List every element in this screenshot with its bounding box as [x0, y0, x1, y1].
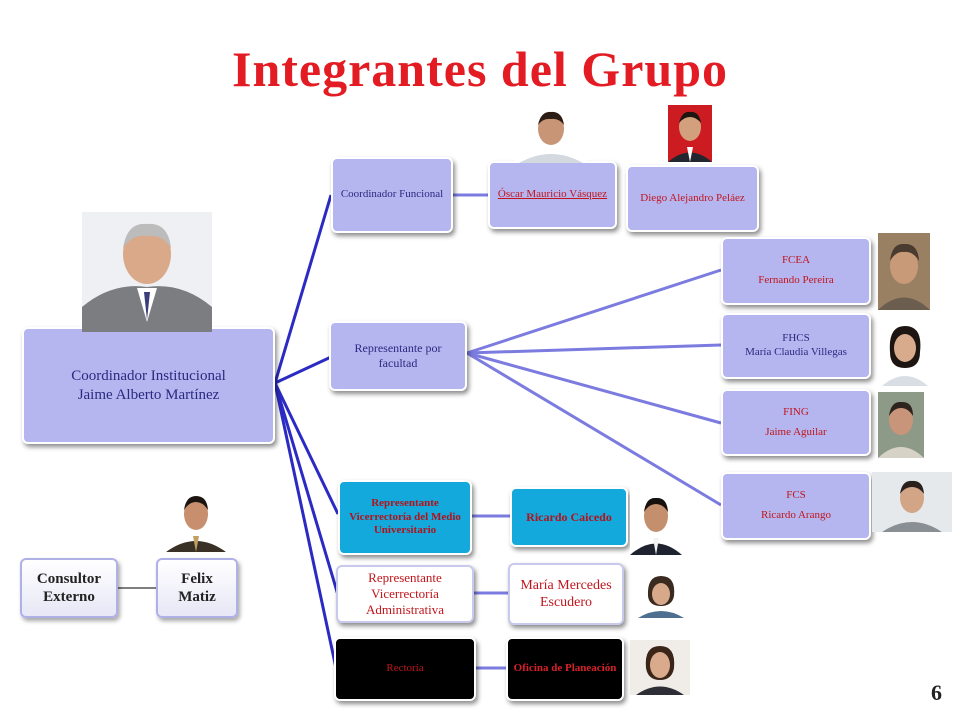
- vice-admin-label: Representante Vicerrectoría Administrati…: [366, 569, 444, 618]
- external-role: Consultor Externo: [36, 571, 102, 605]
- functional-coordinator-label: Coordinador Funcional: [340, 188, 444, 201]
- faculty-name-fhcs: María Claudia Villegas: [745, 346, 847, 358]
- ricardo-arango-photo: [872, 472, 952, 532]
- faculty-name-fing: Jaime Aguilar: [765, 425, 827, 438]
- coordinator-role: Coordinador Institucional: [71, 367, 226, 384]
- faculty-box-fing[interactable]: FING Jaime Aguilar: [721, 389, 871, 456]
- external-name-box[interactable]: Felix Matiz: [156, 558, 238, 618]
- faculty-code-fcea: FCEA: [781, 254, 811, 267]
- functional-member-link-1[interactable]: Óscar Mauricio Vásquez: [497, 188, 608, 201]
- functional-member-box-2[interactable]: Diego Alejandro Peláez: [626, 165, 759, 232]
- diego-photo: [668, 105, 712, 162]
- faculty-box-fcea[interactable]: FCEA Fernando Pereira: [721, 237, 871, 305]
- functional-member-box-1[interactable]: Óscar Mauricio Vásquez: [488, 161, 617, 229]
- jaime-aguilar-photo: [878, 392, 924, 458]
- external-role-box[interactable]: Consultor Externo: [20, 558, 118, 618]
- vice-medio-label: Representante Vicerrectoría del Medio Un…: [349, 496, 461, 537]
- rectoria-label: Rectoría: [386, 662, 424, 675]
- rectoria-member: Oficina de Planeación: [513, 662, 617, 675]
- rectoria-box[interactable]: Rectoría: [334, 637, 476, 701]
- faculty-name-fcs: Ricardo Arango: [761, 509, 831, 521]
- faculty-rep-box[interactable]: Representante por facultad: [329, 321, 467, 391]
- faculty-code-fcs: FCS: [786, 489, 806, 502]
- vice-medio-member-box[interactable]: Ricardo Caicedo: [510, 487, 628, 547]
- maria-mercedes-photo: [632, 572, 690, 618]
- oscar-photo: [515, 105, 587, 163]
- maria-claudia-photo: [878, 318, 932, 386]
- ricardo-caicedo-photo: [630, 488, 682, 555]
- vice-admin-member: María Mercedes Escudero: [520, 577, 612, 611]
- functional-member-name-2: Diego Alejandro Peláez: [640, 191, 745, 204]
- rectoria-member-box[interactable]: Oficina de Planeación: [506, 637, 624, 701]
- page-number: 6: [931, 680, 942, 705]
- vice-medio-box[interactable]: Representante Vicerrectoría del Medio Un…: [338, 480, 472, 555]
- vice-admin-box[interactable]: Representante Vicerrectoría Administrati…: [336, 565, 474, 623]
- faculty-code-fhcs: FHCS: [782, 332, 810, 345]
- faculty-box-fhcs[interactable]: FHCS María Claudia Villegas: [721, 313, 871, 379]
- coordinator-photo: [82, 212, 212, 332]
- vice-medio-member: Ricardo Caicedo: [526, 509, 612, 524]
- faculty-rep-label: Representante por facultad: [354, 341, 442, 370]
- faculty-box-fcs[interactable]: FCS Ricardo Arango: [721, 472, 871, 540]
- fernando-photo: [878, 233, 930, 310]
- coordinator-box[interactable]: Coordinador Institucional Jaime Alberto …: [22, 327, 275, 444]
- oficina-planeacion-photo: [630, 640, 690, 695]
- faculty-name-fcea: Fernando Pereira: [758, 274, 834, 286]
- vice-admin-member-box[interactable]: María Mercedes Escudero: [508, 563, 624, 625]
- functional-coordinator-box[interactable]: Coordinador Funcional: [331, 157, 453, 233]
- coordinator-name: Jaime Alberto Martínez: [77, 386, 220, 403]
- faculty-code-fing: FING: [783, 405, 809, 418]
- external-name: Felix Matiz: [178, 571, 216, 605]
- page-title: Integrantes del Grupo: [232, 41, 728, 97]
- felix-photo: [166, 490, 226, 552]
